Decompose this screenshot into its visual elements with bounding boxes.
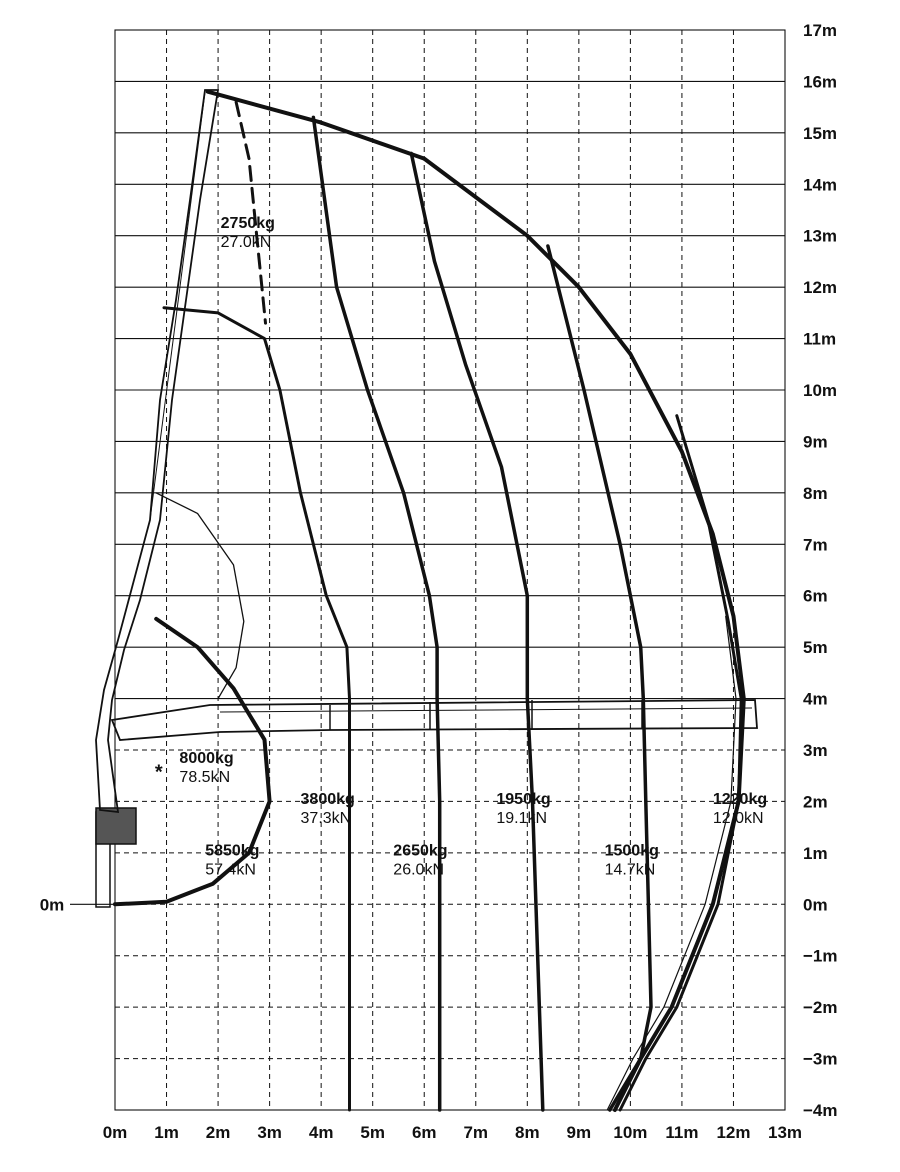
crane-boom-rail bbox=[219, 707, 753, 713]
plot-frame bbox=[114, 29, 786, 1111]
capacity-label-kg: 1950kg bbox=[496, 791, 550, 808]
load-line-5850kg bbox=[155, 492, 245, 700]
capacity-label-kg: 1220kg bbox=[713, 791, 767, 808]
x-tick-label: 9m bbox=[567, 1123, 592, 1142]
y-tick-label: 12m bbox=[803, 278, 837, 297]
working-envelope-line bbox=[205, 89, 746, 1112]
capacity-label-kg: 1500kg bbox=[605, 842, 659, 859]
x-tick-label: 5m bbox=[360, 1123, 385, 1142]
crane-boom-rail bbox=[149, 91, 206, 521]
y-tick-label: 11m bbox=[803, 330, 836, 349]
x-tick-label: 0m bbox=[103, 1123, 128, 1142]
crane-boom-drawing bbox=[95, 89, 758, 908]
load-line-1500kg bbox=[618, 414, 743, 1112]
x-tick-label: 2m bbox=[206, 1123, 231, 1142]
crane-column bbox=[95, 807, 137, 845]
y-tick-label: 5m bbox=[803, 638, 828, 657]
y-tick-label: 17m bbox=[803, 21, 837, 40]
chart-grid bbox=[114, 29, 786, 1111]
working-envelope-inner-line bbox=[606, 615, 737, 1111]
y-tick-label: 3m bbox=[803, 741, 828, 760]
chart-labels: 0m 1m 2m 3m 4m 5m 6m 7m 8m 9m 10m 11m 12m 13m 17m 16m 15… bbox=[40, 21, 838, 1142]
x-tick-label: 13m bbox=[768, 1123, 802, 1142]
capacity-label-kn: 57.4kN bbox=[205, 861, 256, 878]
x-tick-label: 1m bbox=[154, 1123, 179, 1142]
capacity-label-kn: 14.7kN bbox=[605, 861, 656, 878]
crane-inner-boom bbox=[95, 89, 220, 814]
y-tick-label: −2m bbox=[803, 998, 838, 1017]
capacity-label-kg: 5850kg bbox=[205, 842, 259, 859]
load-line-1950kg bbox=[546, 244, 653, 1112]
capacity-label-kn: 26.0kN bbox=[393, 861, 444, 878]
y-tick-label: 13m bbox=[803, 227, 837, 246]
y-tick-label: 0m bbox=[803, 895, 828, 914]
y-tick-label: 4m bbox=[803, 690, 828, 709]
load-line-3800kg bbox=[311, 115, 442, 1112]
y-tick-label: −1m bbox=[803, 947, 838, 966]
capacity-label-kn: 27.0kN bbox=[221, 234, 272, 251]
x-tick-label: 6m bbox=[412, 1123, 437, 1142]
capacity-label-kn: 78.5kN bbox=[179, 769, 230, 786]
capacity-label-kg: 2750kg bbox=[221, 215, 275, 232]
load-line-8000kg bbox=[162, 306, 351, 1112]
y-tick-label: −3m bbox=[803, 1050, 838, 1069]
y-tick-label: 1m bbox=[803, 844, 828, 863]
y-tick-label: 8m bbox=[803, 484, 828, 503]
y-tick-label: 9m bbox=[803, 432, 828, 451]
y-tick-label: 15m bbox=[803, 124, 837, 143]
capacity-label-kn: 19.1kN bbox=[496, 810, 547, 827]
x-tick-label: 10m bbox=[613, 1123, 647, 1142]
y-tick-label: 10m bbox=[803, 381, 837, 400]
crane-outer-boom bbox=[110, 699, 758, 741]
y-tick-label: 7m bbox=[803, 535, 828, 554]
x-tick-label: 7m bbox=[463, 1123, 488, 1142]
asterisk-note-symbol: * bbox=[155, 761, 163, 783]
x-tick-label: 3m bbox=[257, 1123, 282, 1142]
capacity-label-kn: 37.3kN bbox=[301, 810, 352, 827]
load-line-2650kg bbox=[409, 151, 545, 1112]
capacity-label-kg: 8000kg bbox=[179, 750, 233, 767]
load-line-1220kg bbox=[113, 616, 272, 907]
load-line-2750kg bbox=[234, 100, 267, 325]
y-tick-label: 14m bbox=[803, 175, 837, 194]
x-tick-label: 11m bbox=[665, 1123, 698, 1142]
capacity-label-kn: 12.0kN bbox=[713, 810, 764, 827]
x-tick-label: 4m bbox=[309, 1123, 334, 1142]
y-tick-label: −4m bbox=[803, 1101, 838, 1120]
capacity-label-kg: 3800kg bbox=[301, 791, 355, 808]
capacity-label-kg: 2650kg bbox=[393, 842, 447, 859]
chart-marks bbox=[113, 89, 746, 1112]
y-tick-label: 16m bbox=[803, 72, 837, 91]
x-tick-label: 8m bbox=[515, 1123, 540, 1142]
x-tick-label: 12m bbox=[716, 1123, 750, 1142]
zero-level-label: 0m bbox=[40, 895, 65, 914]
y-tick-label: 6m bbox=[803, 587, 828, 606]
y-tick-label: 2m bbox=[803, 792, 828, 811]
